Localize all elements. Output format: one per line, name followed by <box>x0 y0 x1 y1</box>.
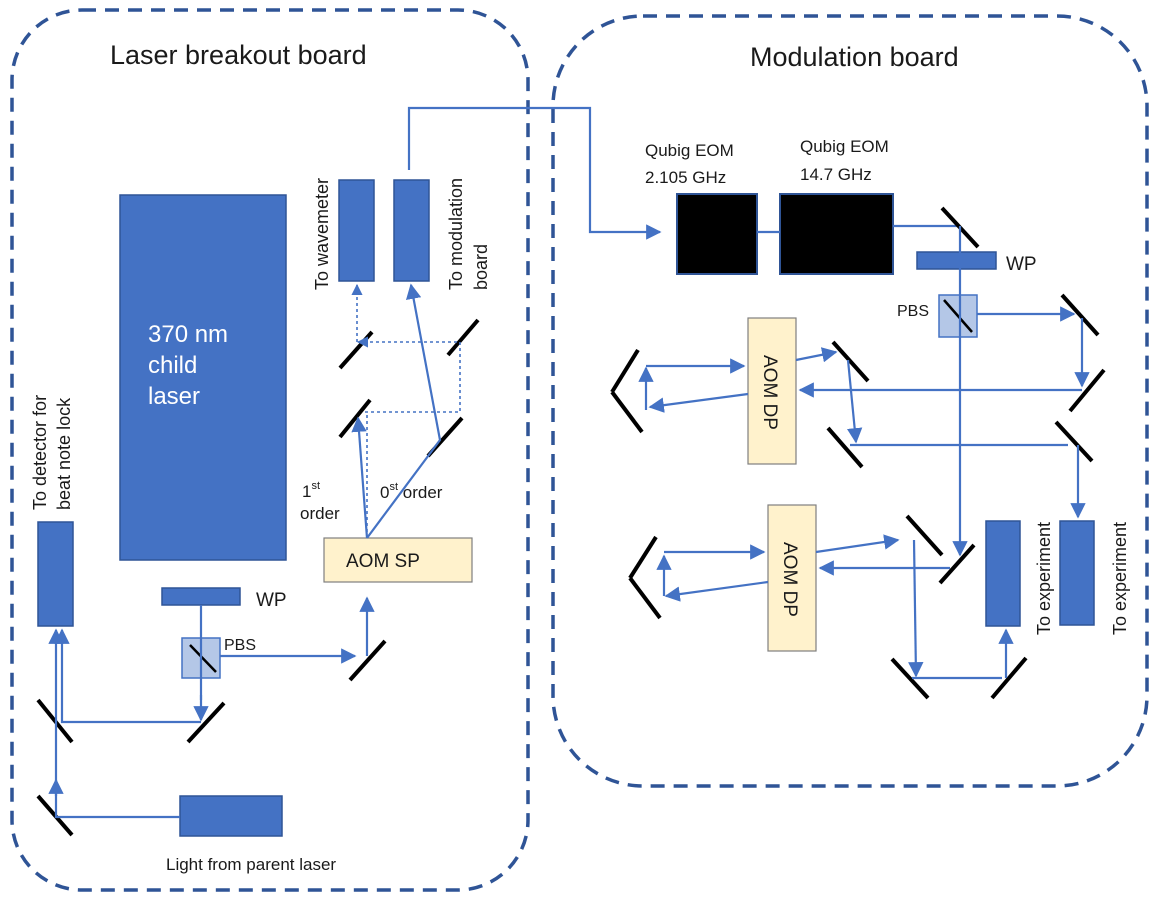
aom-dp-top-label: AOM DP <box>759 355 780 430</box>
waveplate-right <box>916 251 997 270</box>
laser-breakout-board-title: Laser breakout board <box>110 40 367 70</box>
to-modulation-label: To modulation board <box>446 173 491 290</box>
pbs-right-splitter <box>943 299 973 333</box>
eom-2105-label: Qubig EOM 2.105 GHz <box>645 141 739 187</box>
mirror-r-retro-top-1 <box>610 348 640 394</box>
to-experiment-label-1: To experiment <box>1034 522 1054 635</box>
beam-dp-bot-out <box>664 580 769 602</box>
mirror-r-bot-dp-b <box>938 543 976 585</box>
to-wavemeter-label: To wavemeter <box>312 178 332 290</box>
mirror-l-b <box>446 318 480 357</box>
mirror-r-top-dp-b <box>826 426 864 469</box>
child-laser-label: 370 nm child laser <box>148 321 235 410</box>
mirror-r-top-dp-a <box>831 340 870 383</box>
parent-laser-label: Light from parent laser <box>166 855 336 874</box>
aom-sp-label: AOM SP <box>346 551 420 572</box>
pbs-right-label: PBS <box>897 303 929 320</box>
eom-2105-box <box>676 193 758 275</box>
to-experiment-label-2: To experiment <box>1110 522 1130 635</box>
child-laser-box <box>119 194 287 561</box>
mirror-l-aom-in <box>348 639 387 682</box>
modulation-board-title: Modulation board <box>750 42 959 72</box>
first-order-label: 1st order <box>300 474 340 523</box>
beam-mirror-to-detector <box>54 628 201 724</box>
eom-147-box <box>779 193 894 275</box>
mirror-r-retro-top-2 <box>610 390 644 434</box>
pbs-left-label: PBS <box>224 637 256 654</box>
beam-first-order-to-fiber <box>366 283 442 539</box>
to-detector-label: To detector for beat note lock <box>30 390 74 510</box>
mirror-r-top-exp <box>1054 420 1094 463</box>
wavemeter-fiber-box <box>338 179 375 282</box>
wp-left-label: WP <box>256 590 287 611</box>
mirror-r-bot-dp-a <box>905 514 944 557</box>
beam-top-mirror-down <box>846 359 863 444</box>
modulation-board-outline <box>551 14 1149 788</box>
beam-parent-in <box>48 778 180 819</box>
waveplate-left <box>161 587 241 606</box>
beam-dp-top-out <box>648 392 749 413</box>
aom-dp-bottom-box <box>767 504 817 652</box>
mirror-r-retro-bot-2 <box>628 576 662 620</box>
mirror-l-pbs-down <box>186 701 226 744</box>
pbs-left-splitter <box>189 644 217 673</box>
mirror-r-return <box>1068 368 1106 413</box>
mirror-r-bot-corner-2 <box>990 656 1028 700</box>
mirror-l-c <box>338 398 372 439</box>
zeroth-order-label: 0st order <box>380 481 443 502</box>
aom-dp-bottom-label: AOM DP <box>779 542 800 617</box>
mirror-r-pbs-right <box>1060 293 1100 337</box>
beam-dotted-loop-1 <box>356 336 461 413</box>
beam-bot-mirror-down <box>908 539 924 678</box>
wp-right-label: WP <box>1006 254 1037 275</box>
experiment-fiber-2 <box>1059 520 1095 626</box>
beam-to-modulation-board <box>407 106 662 240</box>
mirror-l-a <box>338 330 374 370</box>
modulation-fiber-box <box>393 179 430 282</box>
experiment-fiber-1 <box>985 520 1021 627</box>
eom-147-label: Qubig EOM 14.7 GHz <box>800 137 894 184</box>
laser-breakout-board-outline <box>10 8 530 892</box>
beam-dp-top-to-mirror <box>795 347 838 363</box>
aom-dp-top-box <box>747 317 797 465</box>
mirror-r-retro-bot-1 <box>628 535 658 580</box>
beam-first-order <box>351 416 369 539</box>
parent-laser-box <box>179 795 283 837</box>
mirror-r-bot-corner-1 <box>890 657 930 700</box>
beam-dp-bot-to-mirror <box>815 534 900 554</box>
aom-sp-box <box>323 537 473 583</box>
detector-box <box>37 521 74 627</box>
